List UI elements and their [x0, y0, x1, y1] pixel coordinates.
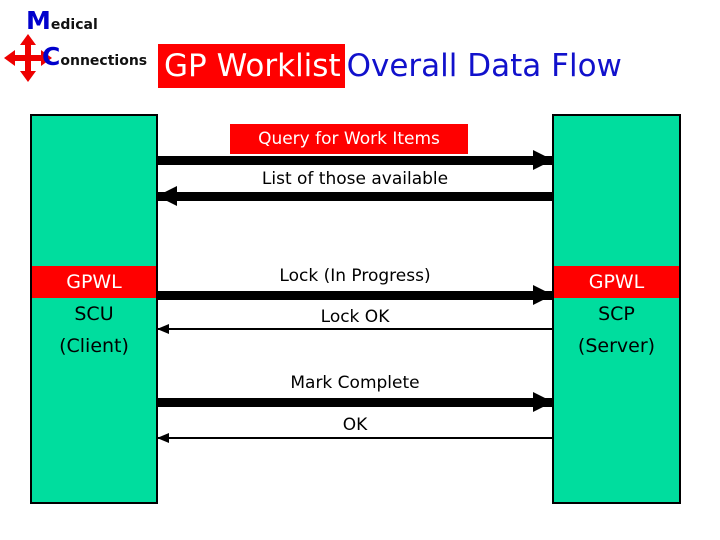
arrow-shaft — [158, 328, 552, 330]
arrow-head-left-icon — [157, 186, 177, 206]
logo-connections-capital: C — [42, 42, 61, 71]
node-client-label: GPWL SCU (Client) — [32, 266, 156, 362]
message-label-query-for-work-items: Query for Work Items — [230, 124, 468, 154]
arrow-head-right-icon — [533, 285, 553, 305]
node-box-server: GPWL SCP (Server) — [552, 114, 681, 504]
arrow-shaft — [158, 156, 552, 165]
arrow-shaft — [158, 398, 552, 407]
node-server-line-role: SCP — [598, 303, 635, 325]
arrow-shaft — [158, 291, 552, 300]
message-label-mark-complete: Mark Complete — [290, 373, 420, 393]
brand-logo: Medical Connections — [0, 4, 170, 90]
logo-word-medical: Medical — [26, 8, 98, 33]
node-box-client: GPWL SCU (Client) — [30, 114, 158, 504]
message-label-lock-in-progress: Lock (In Progress) — [279, 266, 431, 286]
message-label-list-of-those-available: List of those available — [261, 169, 449, 189]
logo-medical-capital: M — [26, 6, 51, 35]
node-client-line-kind: (Client) — [59, 335, 129, 357]
page-title-highlight: GP Worklist — [158, 44, 345, 88]
logo-word-connections: Connections — [42, 44, 147, 69]
arrow-head-left-icon — [157, 433, 169, 443]
four-way-arrow-cross-icon — [4, 34, 52, 82]
message-label-ok: OK — [342, 415, 368, 435]
node-server-line-kind: (Server) — [577, 335, 656, 357]
node-server-line-gpwl: GPWL — [554, 266, 679, 298]
arrow-head-right-icon — [533, 150, 553, 170]
node-client-line-role: SCU — [74, 303, 114, 325]
arrow-head-right-icon — [533, 392, 553, 412]
node-client-line-gpwl: GPWL — [32, 266, 156, 298]
node-server-label: GPWL SCP (Server) — [554, 266, 679, 362]
arrow-shaft — [158, 437, 552, 439]
logo-connections-rest: onnections — [60, 53, 148, 69]
page-title-rest: Overall Data Flow — [346, 48, 622, 84]
arrow-head-left-icon — [157, 324, 169, 334]
page-title: GP Worklist Overall Data Flow — [158, 44, 622, 88]
arrow-shaft — [158, 192, 552, 201]
message-label-lock-ok: Lock OK — [320, 307, 390, 327]
logo-medical-rest: edical — [50, 17, 98, 33]
